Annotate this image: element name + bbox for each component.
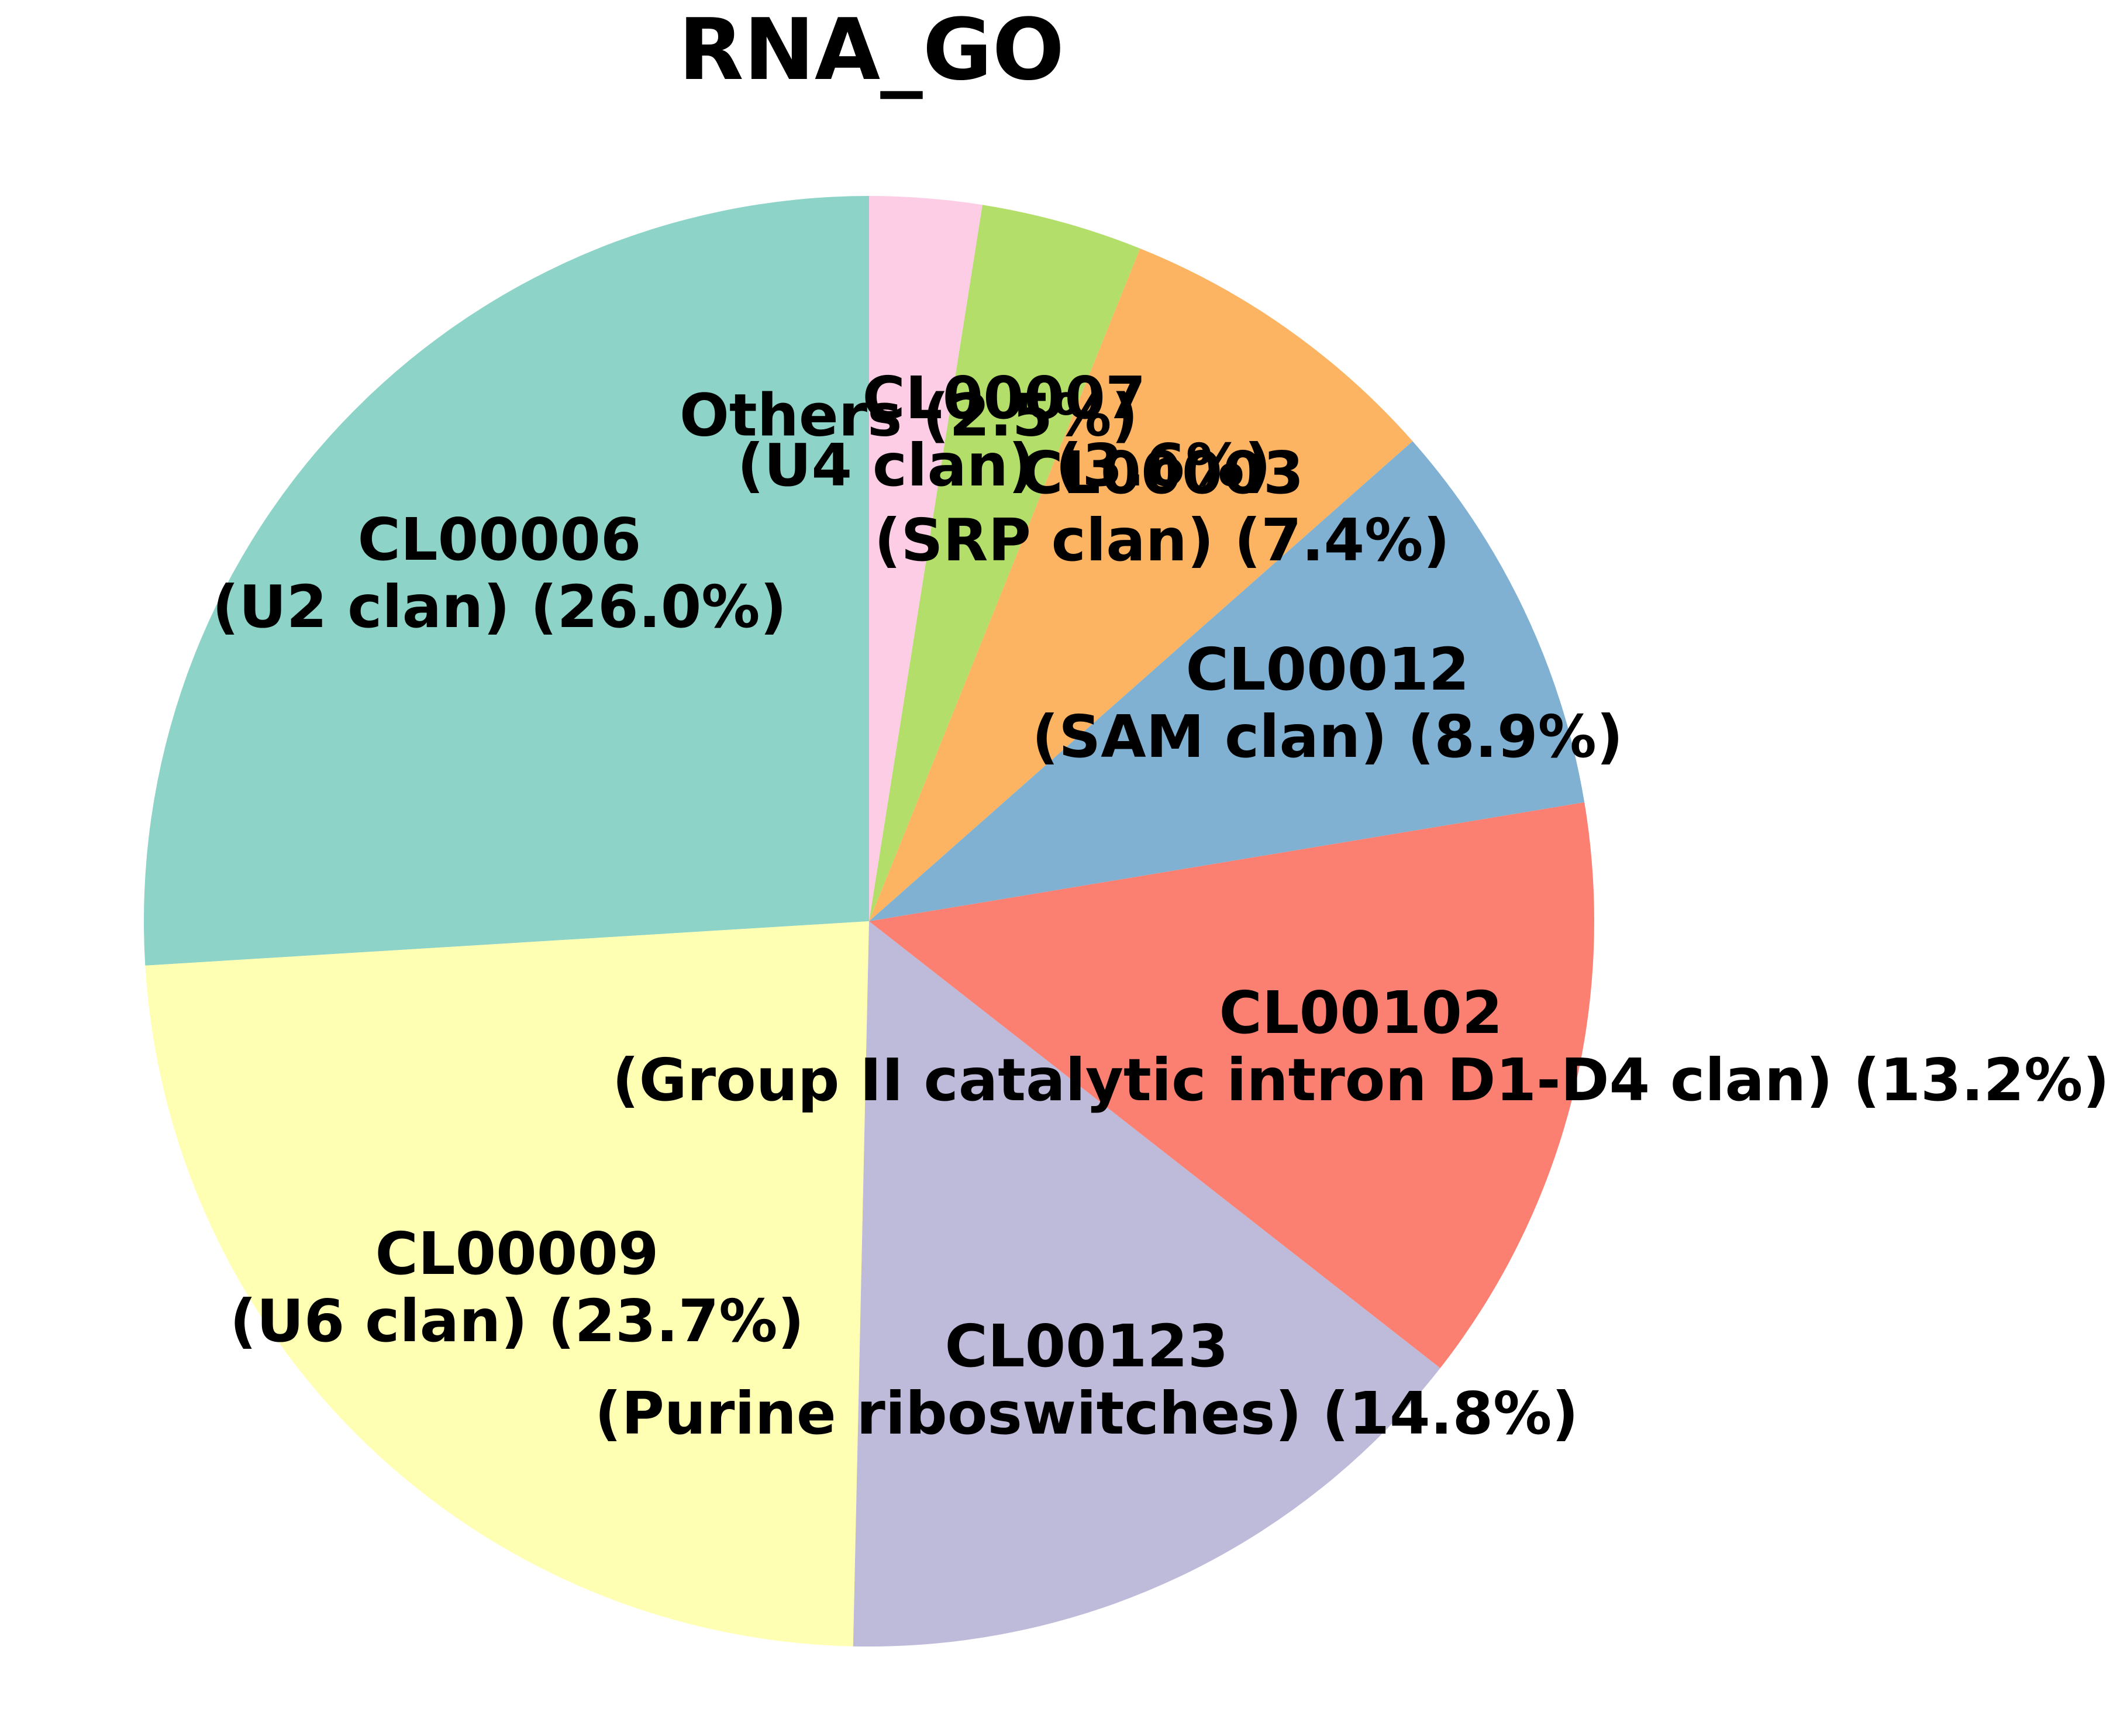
slice-label-detail-line: (SAM clan) (8.9%) <box>1032 702 1623 771</box>
slice-label-detail-line: (Group II catalytic intron D1-D4 clan) (… <box>612 1046 2110 1114</box>
slice-label-detail-line: (U4 clan) (3.6%) <box>737 431 1271 500</box>
pie-label-cl00012: CL00012 (SAM clan) (8.9%) <box>1032 636 1623 770</box>
pie-label-cl00006: CL00006 (U2 clan) (26.0%) <box>212 506 787 640</box>
slice-label-name-line: Others (2.5%) <box>679 381 1139 450</box>
slice-label-name-line: CL00123 <box>944 1312 1229 1380</box>
slice-label-detail-line: (U2 clan) (26.0%) <box>212 573 787 641</box>
pie-slice-cl00009 <box>145 921 869 1647</box>
slice-label-name-line: CL00102 <box>1219 979 1503 1047</box>
pie-label-cl00102: CL00102 (Group II catalytic intron D1-D4… <box>612 979 2109 1114</box>
slice-label-name-line: CL00007 <box>862 364 1146 432</box>
pie-label-cl00009: CL00009 (U6 clan) (23.7%) <box>230 1220 804 1355</box>
pie-slice-cl00003 <box>869 248 1413 921</box>
chart-title: RNA_GO <box>678 1 1065 99</box>
pie-slice-cl00102 <box>869 802 1594 1368</box>
slice-label-name-line: CL00006 <box>357 505 642 574</box>
pie-label-cl00003: CL00003 (SRP clan) (7.4%) <box>874 439 1450 574</box>
pie-slice-cl00012 <box>869 441 1585 921</box>
slice-label-name-line: CL00009 <box>375 1220 659 1288</box>
pie-slice-cl00006 <box>143 196 869 966</box>
pie-label-others: Others (2.5%) <box>680 382 1138 449</box>
slice-label-name-line: CL00003 <box>1020 439 1304 507</box>
slice-label-name-line: CL00012 <box>1185 635 1470 704</box>
slice-label-detail-line: (SRP clan) (7.4%) <box>874 506 1450 574</box>
slice-label-detail-line: (Purine riboswitches) (14.8%) <box>594 1379 1579 1448</box>
pie-slice-cl00007 <box>869 205 1140 922</box>
pie-slice-others <box>869 195 983 921</box>
pie-slice-cl00123 <box>853 921 1440 1647</box>
slice-label-detail-line: (U6 clan) (23.7%) <box>229 1287 805 1355</box>
pie-label-cl00123: CL00123 (Purine riboswitches) (14.8%) <box>595 1313 1578 1447</box>
pie-label-cl00007: CL00007 (U4 clan) (3.6%) <box>737 364 1271 499</box>
